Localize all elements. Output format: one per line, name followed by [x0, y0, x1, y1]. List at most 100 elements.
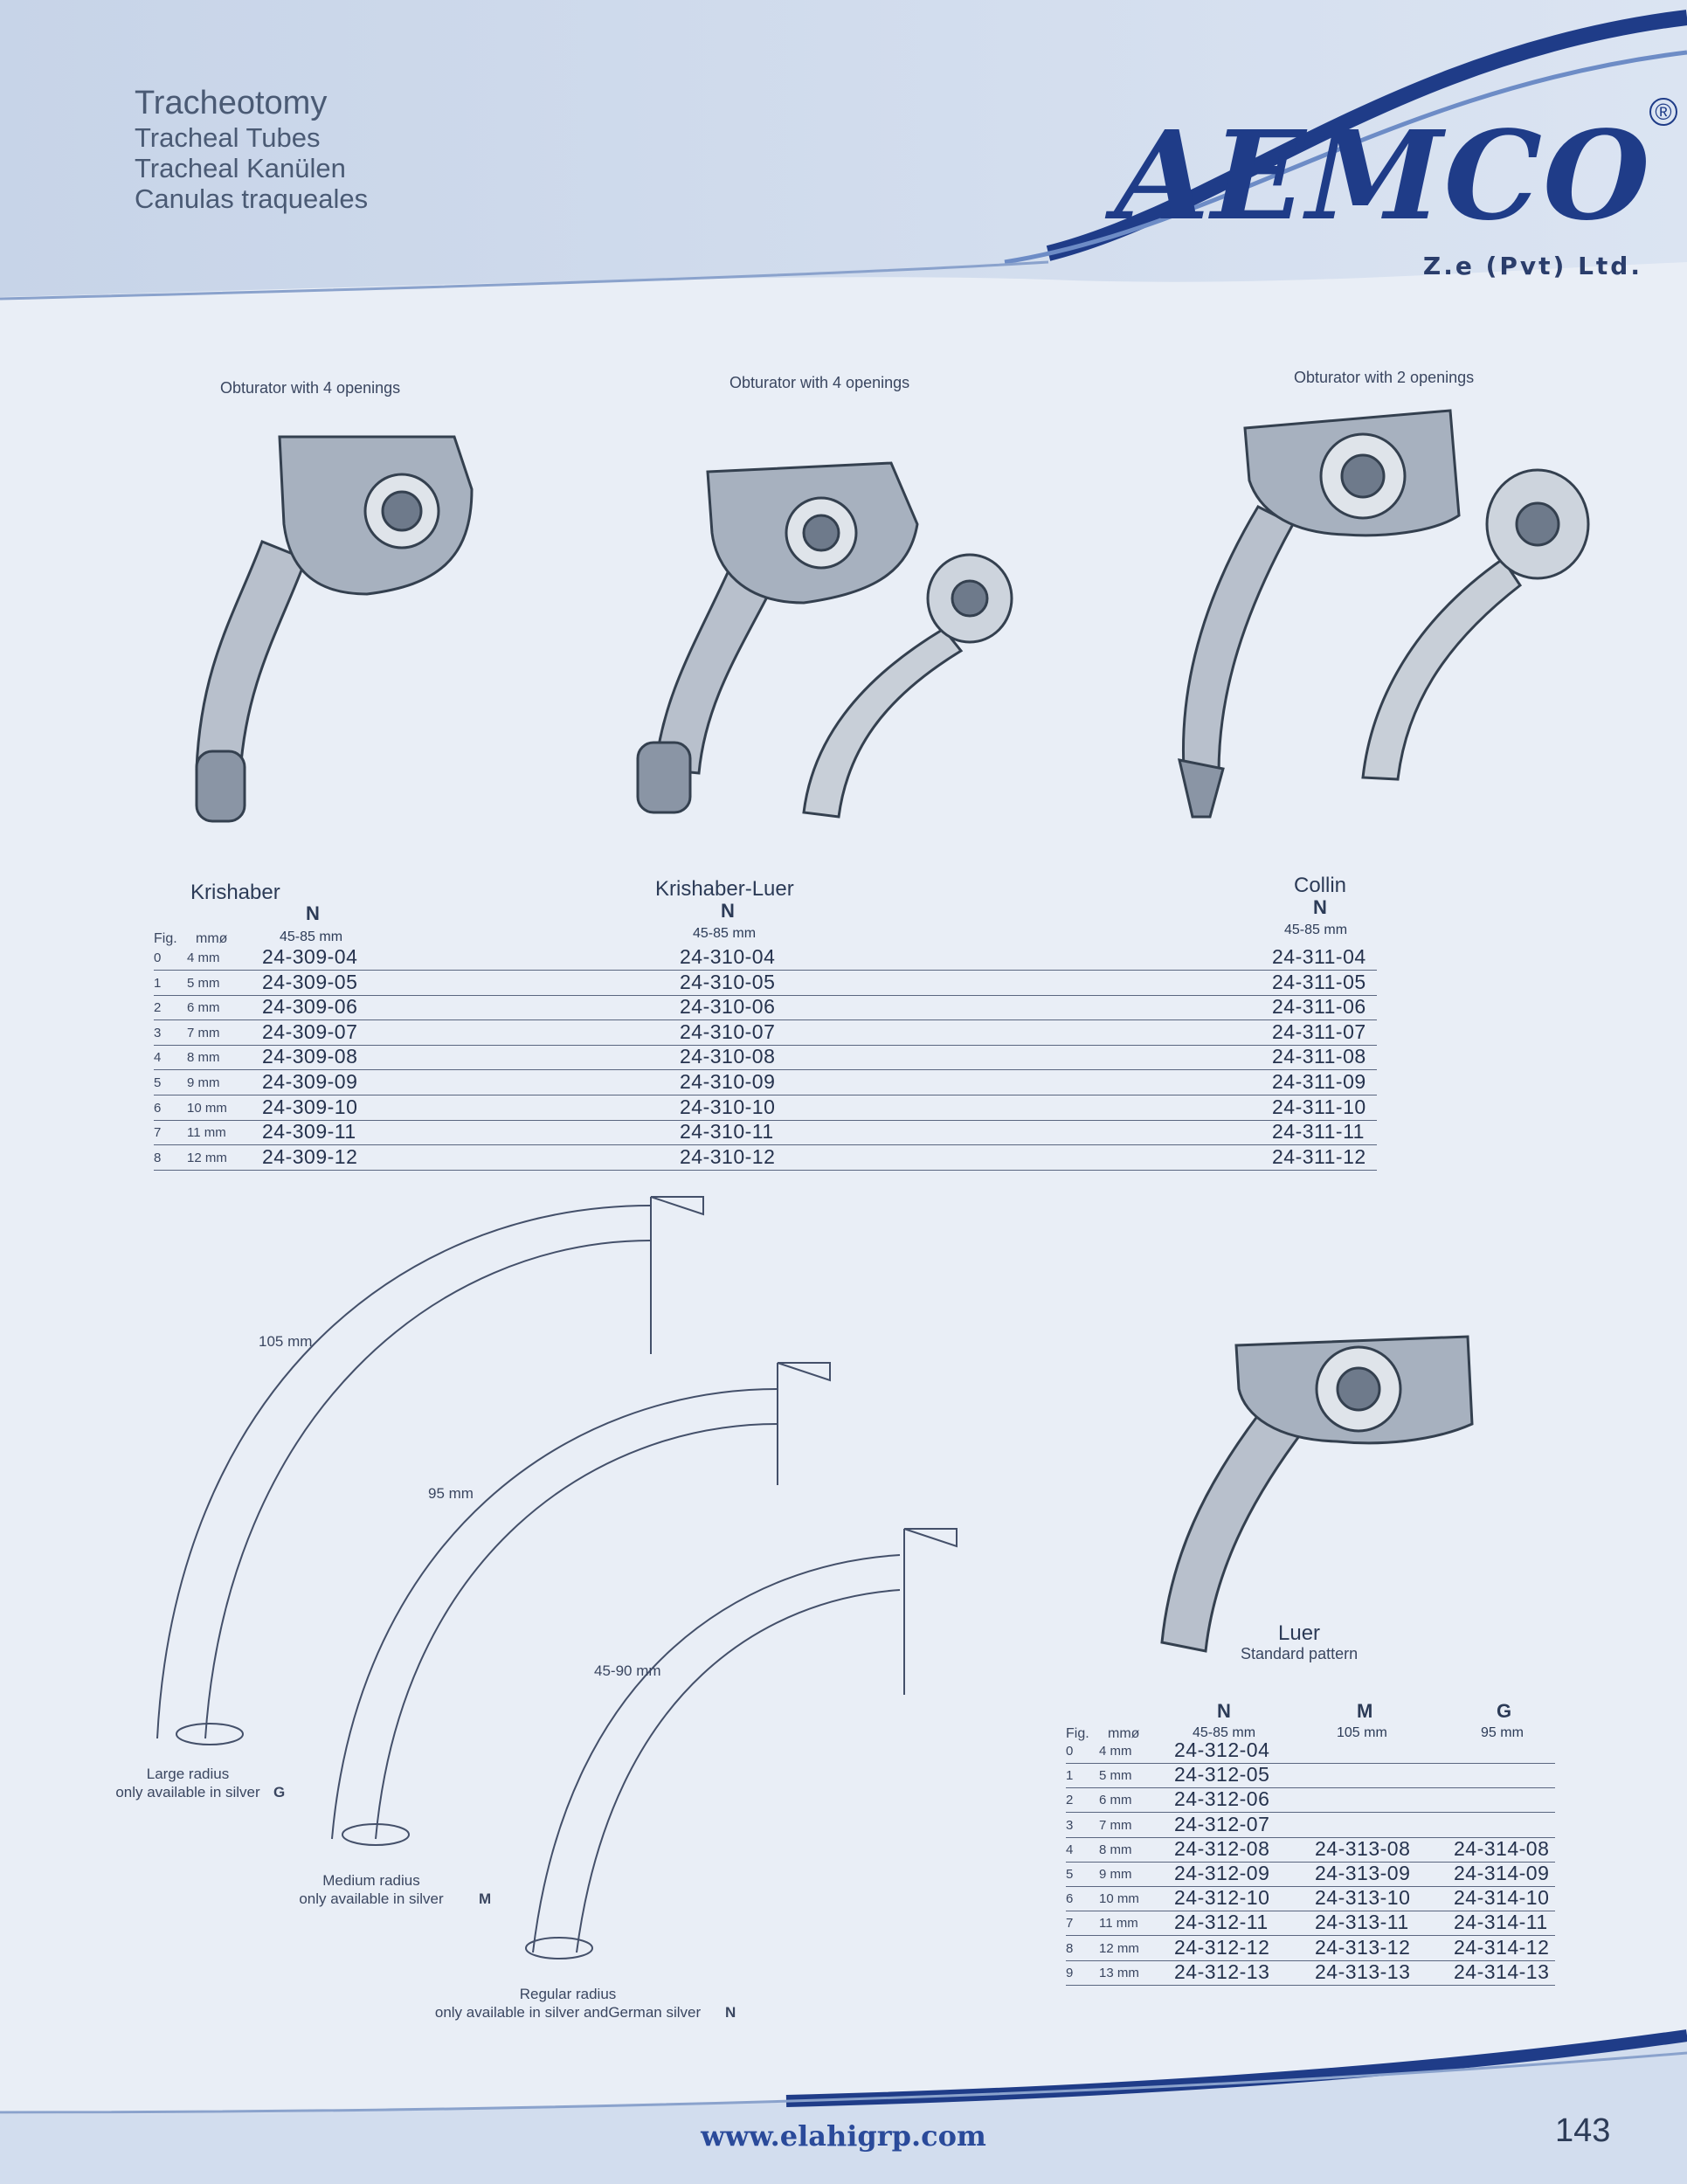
luer-col-head-M: M [1357, 1700, 1373, 1722]
article-code-1: 24-310-05 [680, 970, 776, 993]
diameter-mm: 10 mm [187, 1100, 227, 1116]
fig-number: 5 [1066, 1867, 1074, 1882]
article-code-0: 24-309-04 [262, 945, 358, 968]
article-code-0: 24-309-06 [262, 995, 358, 1019]
mm-header: mmø [196, 931, 228, 946]
product-name-krishaber-luer: Krishaber-Luer [655, 877, 794, 901]
article-code-2: 24-311-04 [1272, 945, 1366, 968]
range-krishaber: 45-85 mm [280, 930, 343, 944]
krishaber-tube-illustration [195, 435, 474, 823]
luer-article-code-2: 24-314-08 [1454, 1836, 1550, 1860]
article-code-1: 24-310-12 [680, 1144, 776, 1168]
diameter-mm: 11 mm [187, 1125, 226, 1141]
article-code-0: 24-309-08 [262, 1045, 358, 1068]
luer-article-code-0: 24-312-05 [1174, 1763, 1270, 1787]
diameter-mm: 6 mm [187, 1000, 220, 1016]
section-title-block: Tracheotomy Tracheal Tubes Tracheal Kanü… [135, 84, 368, 214]
luer-article-code-0: 24-312-11 [1174, 1911, 1269, 1934]
fig-number: 0 [1066, 1744, 1074, 1759]
subtitle-es: Canulas traqueales [135, 183, 369, 214]
label-medium-radius: Medium radius only available in silver [262, 1871, 481, 1908]
article-code-0: 24-309-11 [262, 1120, 356, 1144]
luer-article-code-1: 24-313-10 [1315, 1886, 1411, 1910]
range-krishaber-luer: 45-85 mm [693, 926, 757, 941]
article-code-1: 24-310-07 [680, 1019, 776, 1043]
fig-number: 3 [1066, 1817, 1074, 1833]
product-name-collin: Collin [1294, 874, 1347, 897]
fig-number: 8 [1066, 1940, 1074, 1956]
luer-article-code-0: 24-312-10 [1174, 1886, 1270, 1910]
page-number: 143 [1555, 2112, 1611, 2149]
fig-number: 7 [1066, 1916, 1074, 1932]
fig-number: 1 [154, 975, 162, 991]
article-code-1: 24-310-08 [680, 1045, 776, 1068]
brand-company: Z.e (Pvt) Ltd. [1422, 252, 1642, 280]
footer-band [0, 2035, 1687, 2184]
fig-number: 5 [154, 1075, 162, 1090]
fig-number: 9 [1066, 1965, 1074, 1980]
col-head-collin: N [1313, 896, 1327, 918]
diameter-mm: 9 mm [1099, 1867, 1132, 1882]
luer-article-code-2: 24-314-10 [1454, 1886, 1550, 1910]
diameter-mm: 4 mm [1099, 1744, 1132, 1759]
article-code-2: 24-311-09 [1272, 1070, 1366, 1093]
article-code-2: 24-311-05 [1272, 970, 1366, 993]
luer-subtitle: Standard pattern [1241, 1645, 1359, 1662]
article-code-1: 24-310-04 [680, 945, 776, 968]
fig-header: Fig. [154, 931, 177, 946]
range-collin: 45-85 mm [1284, 923, 1348, 937]
regular-radius-title: Regular radius [519, 1986, 617, 2002]
fig-number: 8 [154, 1150, 162, 1165]
luer-mm-header: mmø [1108, 1726, 1140, 1741]
caption-collin: Obturator with 2 openings [1294, 369, 1475, 386]
caption-krishaber-luer: Obturator with 4 openings [729, 374, 910, 391]
luer-article-code-0: 24-312-04 [1174, 1738, 1270, 1761]
fig-number: 2 [154, 1000, 162, 1016]
collin-tube-illustration [1178, 409, 1590, 819]
article-code-0: 24-309-07 [262, 1019, 358, 1043]
diameter-mm: 11 mm [1099, 1916, 1138, 1932]
diameter-mm: 9 mm [187, 1075, 220, 1090]
fig-number: 2 [1066, 1793, 1074, 1808]
fig-number: 1 [1066, 1768, 1074, 1784]
fig-number: 4 [1066, 1842, 1074, 1857]
luer-article-code-2: 24-314-11 [1454, 1911, 1548, 1934]
page-title: Tracheotomy [135, 85, 328, 121]
diameter-mm: 13 mm [1099, 1965, 1139, 1980]
luer-tube-illustration [1160, 1335, 1474, 1653]
diameter-mm: 6 mm [1099, 1793, 1132, 1808]
dim-105: 105 mm [259, 1333, 313, 1350]
product-name-luer: Luer [1278, 1621, 1321, 1645]
subtitle-en: Tracheal Tubes [135, 122, 321, 153]
luer-article-code-2: 24-314-13 [1454, 1959, 1550, 1983]
col-head-krishaber-luer: N [721, 900, 735, 922]
article-code-1: 24-310-09 [680, 1070, 776, 1093]
luer-range-M: 105 mm [1337, 1725, 1387, 1740]
article-code-1: 24-310-06 [680, 995, 776, 1019]
luer-article-code-0: 24-312-12 [1174, 1935, 1270, 1959]
diameter-mm: 7 mm [187, 1025, 220, 1040]
luer-article-code-2: 24-314-12 [1454, 1935, 1550, 1959]
product-name-krishaber: Krishaber [190, 881, 280, 904]
luer-article-code-0: 24-312-08 [1174, 1836, 1270, 1860]
radius-diagram [156, 1196, 958, 1959]
large-radius-note: only available in silver [115, 1784, 260, 1800]
caption-krishaber: Obturator with 4 openings [220, 379, 401, 397]
luer-col-head-N: N [1217, 1700, 1231, 1722]
diameter-mm: 5 mm [187, 975, 220, 991]
